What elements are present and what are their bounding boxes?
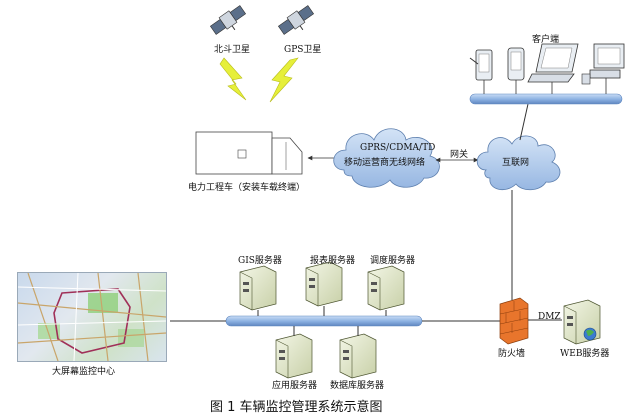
internet-cloud-icon	[476, 135, 561, 191]
database-server-label: 数据库服务器	[330, 381, 385, 391]
monitor-map-image	[17, 272, 167, 362]
vehicle-label: 电力工程车（安装车载终端）	[188, 183, 306, 193]
mobile-network-line1: GPRS/CDMA/TD	[360, 143, 436, 153]
beidou-satellite-icon	[209, 5, 247, 35]
client-network-bus	[469, 93, 623, 105]
internet-label: 互联网	[502, 158, 530, 168]
app-server-icon	[275, 326, 313, 379]
pda-icon	[469, 49, 493, 81]
phone-icon	[507, 47, 525, 81]
beidou-label: 北斗卫星	[214, 45, 251, 55]
truck-icon	[195, 131, 303, 175]
gis-server-label: GIS服务器	[238, 256, 282, 266]
firewall-label: 防火墙	[498, 349, 526, 359]
monitor-center-label: 大屏幕监控中心	[52, 367, 116, 377]
map-graphic	[18, 273, 166, 361]
dispatch-server-label: 调度服务器	[370, 256, 416, 266]
gps-satellite-icon	[277, 5, 315, 35]
web-server-label: WEB服务器	[560, 349, 610, 359]
desktop-icon	[581, 43, 625, 85]
web-server-icon	[563, 299, 601, 345]
gis-server-icon	[239, 265, 277, 316]
app-server-label: 应用服务器	[272, 381, 318, 391]
figure-caption: 图 1 车辆监控管理系统示意图	[210, 400, 383, 415]
database-server-icon	[339, 326, 377, 379]
gps-label: GPS卫星	[284, 45, 322, 55]
dispatch-server-icon	[367, 265, 405, 316]
mobile-network-cloud-icon	[333, 128, 440, 188]
gateway-label: 网关	[450, 150, 469, 160]
report-server-label: 报表服务器	[310, 256, 356, 266]
report-server-icon	[305, 261, 343, 316]
server-network-bus	[225, 315, 423, 327]
firewall-icon	[499, 297, 529, 345]
gps-lightning-icon	[269, 57, 299, 103]
laptop-icon	[527, 43, 579, 83]
dmz-label: DMZ	[538, 312, 561, 322]
client-label: 客户端	[532, 35, 560, 45]
beidou-lightning-icon	[219, 57, 247, 101]
mobile-network-line2: 移动运营商无线网络	[344, 158, 426, 168]
